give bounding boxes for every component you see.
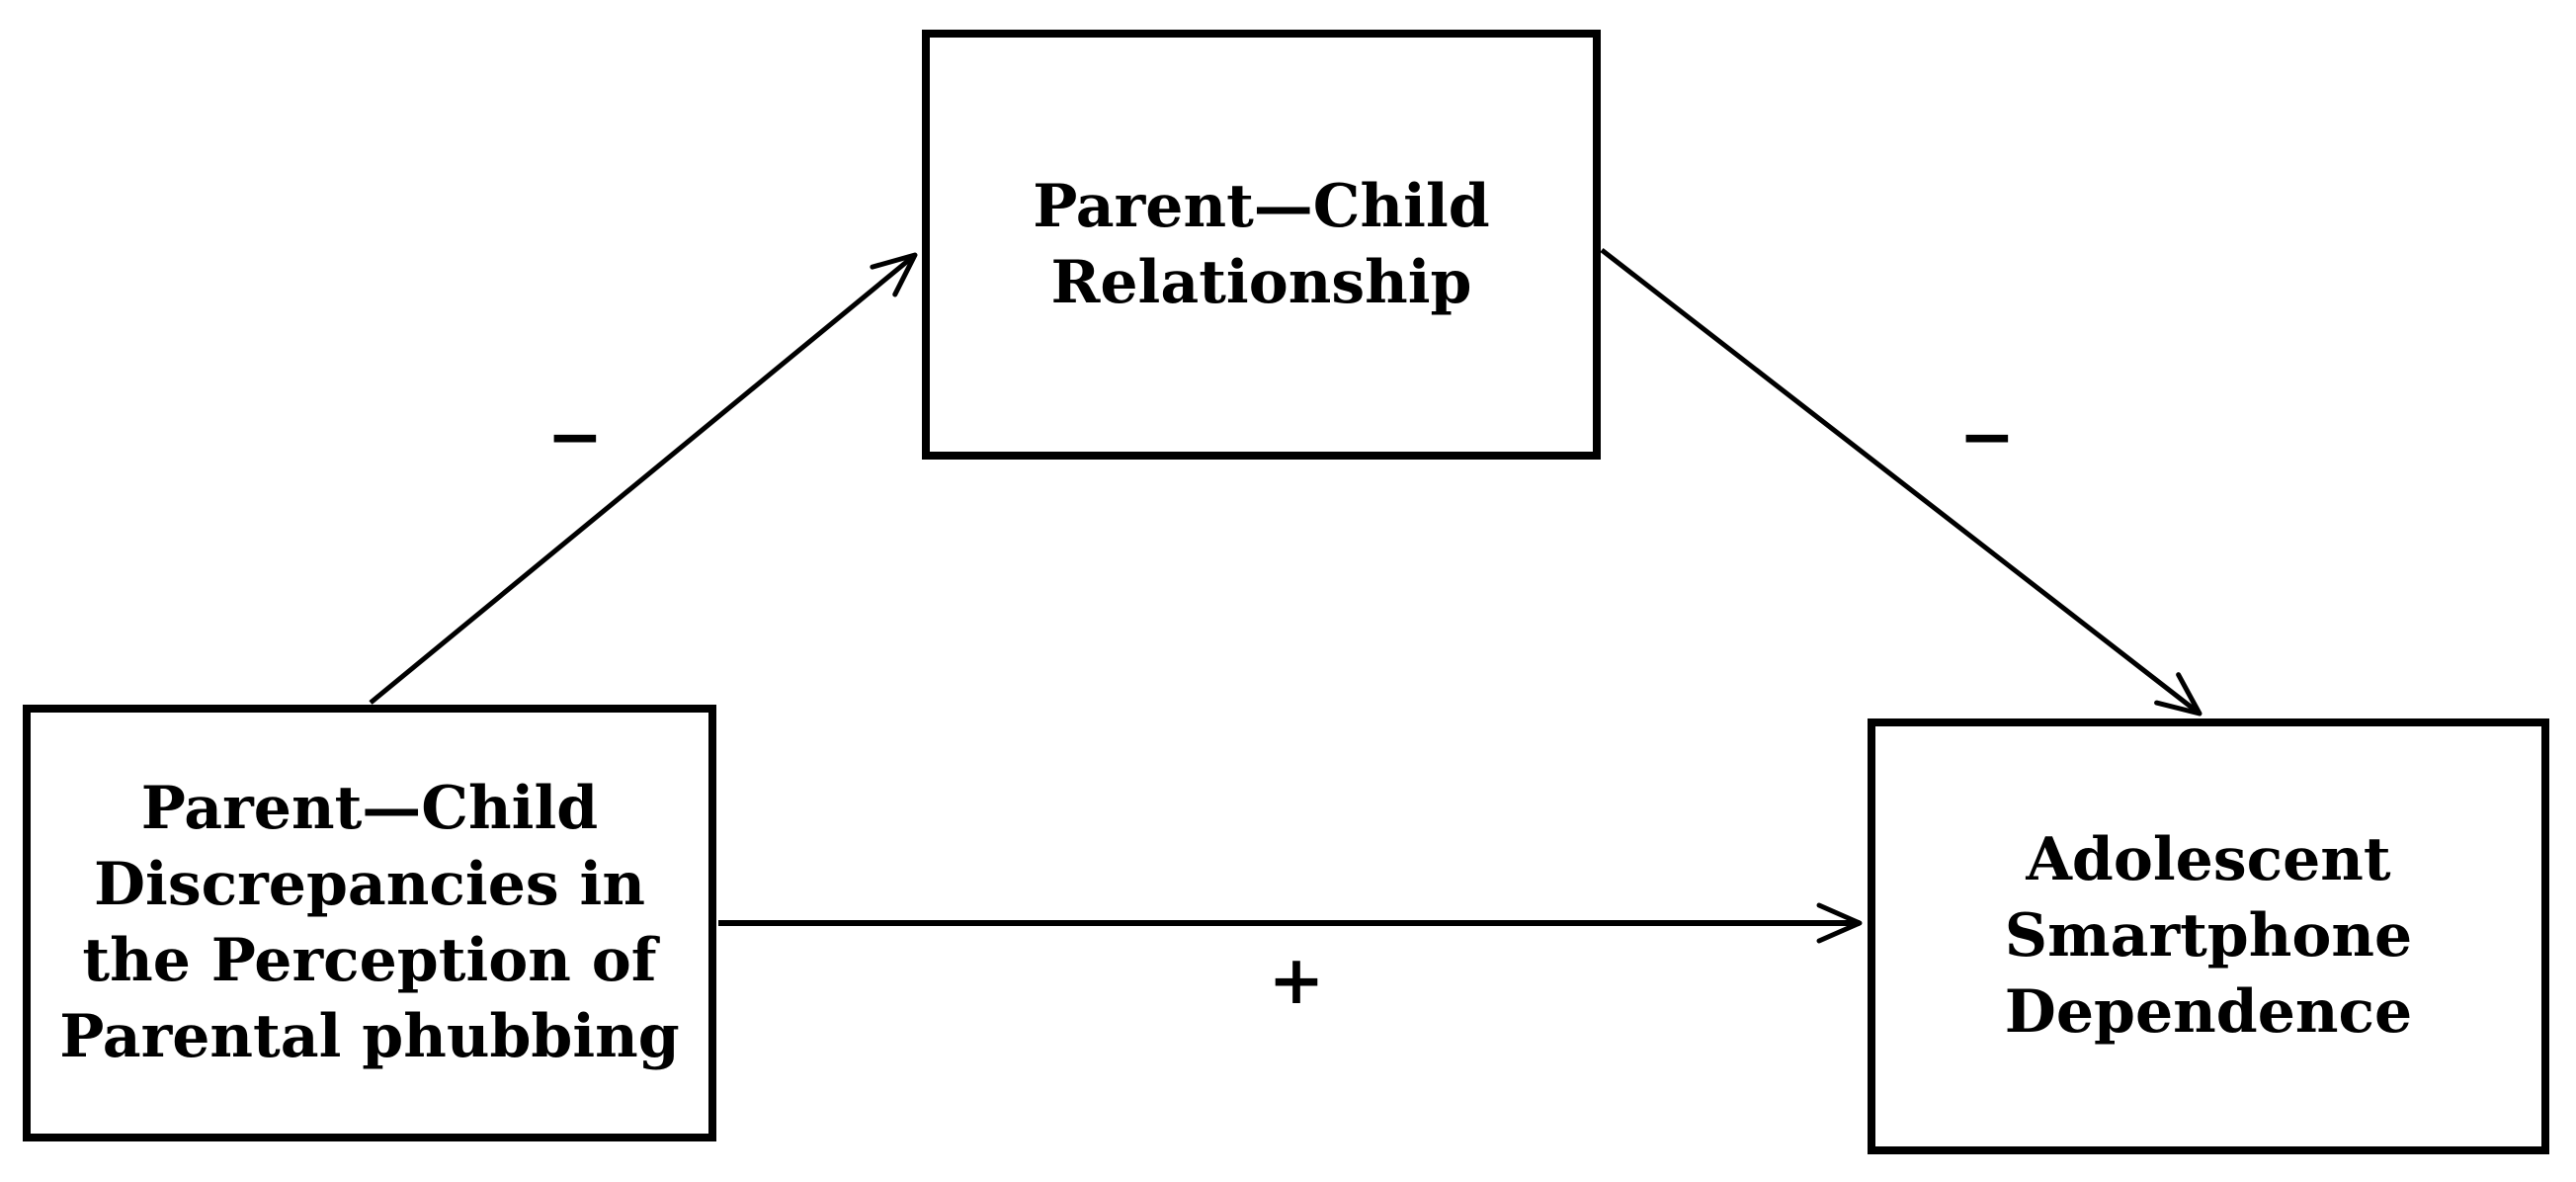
predictor-box: Parent—Child Discrepancies in the Percep… xyxy=(23,705,716,1141)
mediator-box: Parent—Child Relationship xyxy=(922,30,1601,460)
predictor-box-text-line: the Perception of xyxy=(82,926,657,995)
outcome-box-text-line: Smartphone xyxy=(2004,901,2413,971)
outcome-box-text-line: Adolescent xyxy=(2026,825,2391,894)
predictor-box-text-line: Parent—Child xyxy=(140,774,599,843)
outcome-box-text-line: Dependence xyxy=(2004,977,2413,1047)
outcome-box: Adolescent Smartphone Dependence xyxy=(1868,718,2549,1154)
path-sign-predictor-to-mediator: − xyxy=(546,397,604,476)
mediator-box-text-line: Parent—Child xyxy=(1033,171,1490,241)
arrow-mediator-to-outcome xyxy=(1600,248,2202,717)
predictor-box-text-line: Discrepancies in xyxy=(94,850,645,919)
path-sign-predictor-to-outcome: + xyxy=(1268,941,1325,1020)
predictor-box-text-line: Parental phubbing xyxy=(59,1002,680,1071)
mediator-box-text-line: Relationship xyxy=(1050,247,1472,317)
path-sign-mediator-to-outcome: − xyxy=(1958,397,2016,476)
arrow-predictor-to-mediator xyxy=(369,252,918,705)
